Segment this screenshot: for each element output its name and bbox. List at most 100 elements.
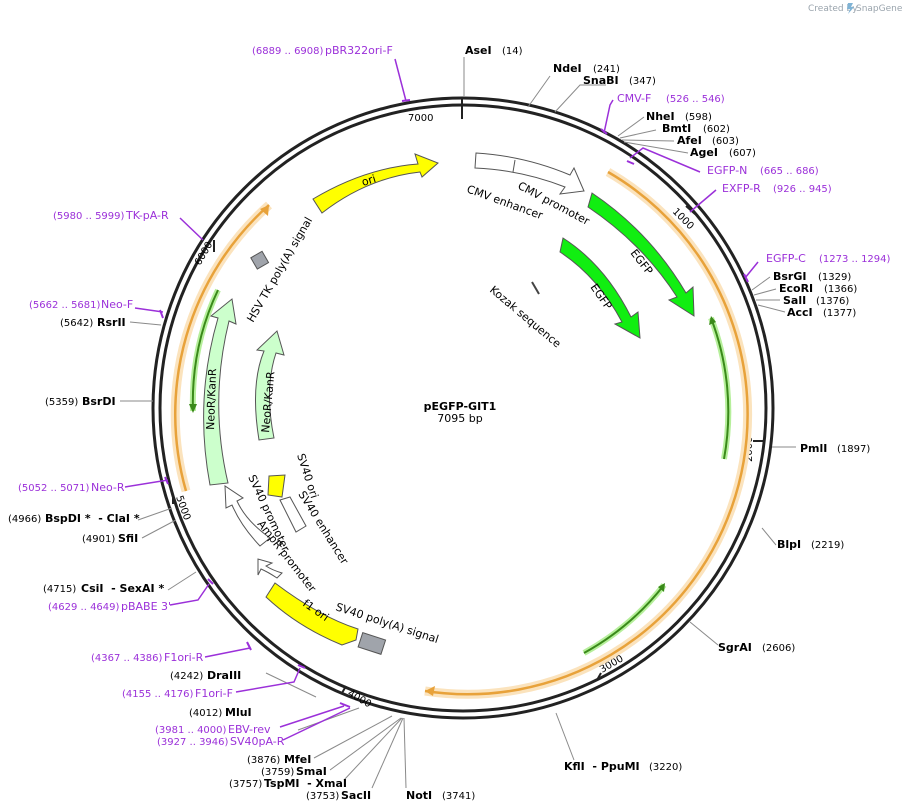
site-bsrgi-pos: (1329) (818, 272, 851, 283)
site-sacii-pos: (3753) (306, 791, 339, 802)
sv40-enhancer-box (279, 496, 307, 533)
primer-egfp-n-range: (665 .. 686) (760, 166, 819, 177)
site-noti: NotI (406, 789, 432, 802)
neo-label-2: NeoR/KanR (259, 371, 277, 434)
cmv-divider (512, 159, 516, 173)
primer-neo-f-range: (5662 .. 5681) (29, 300, 101, 311)
green-arc-1-arrowhead (709, 316, 716, 325)
primer-leaders (124, 58, 759, 741)
site-afei-pos: (603) (712, 136, 739, 147)
primer-pbabe3: pBABE 3' (121, 600, 171, 613)
primer-tk-pa-r-range: (5980 .. 5999) (53, 211, 125, 222)
egfp-arrow-1 (587, 192, 695, 317)
site-acci-pos: (1377) (823, 308, 856, 319)
tick-6000: 6000 (193, 240, 215, 268)
site-acci: AccI (787, 306, 813, 319)
site-csii-sexai: CsiI - SexAI * (81, 582, 164, 595)
egfp-arrow-2 (559, 237, 641, 339)
site-bspdi-clai: BspDI * - ClaI * (45, 512, 140, 525)
orf-arc-left (174, 204, 270, 492)
ori-arrow (312, 153, 439, 214)
primer-exfp-r: EXFP-R (722, 182, 761, 195)
primer-neo-f: Neo-F (101, 298, 133, 311)
neo-arrow-2 (254, 330, 285, 441)
site-csii-sexai-pos: (4715) (43, 584, 76, 595)
primer-egfp-c: EGFP-C (766, 252, 806, 265)
green-arc-2 (583, 584, 665, 654)
site-afei: AfeI (677, 134, 702, 147)
primer-cmv-f: CMV-F (617, 92, 651, 105)
sv40-ori-box (267, 474, 286, 498)
green-arc-2-arrowhead (658, 583, 665, 592)
plasmid-size: 7095 bp (437, 412, 482, 425)
site-mlui: MluI (225, 706, 252, 719)
snapgene-logo-icon (847, 3, 854, 14)
orf-arc-left-arrowhead (260, 205, 269, 216)
sv40-promoter-arrow (224, 485, 271, 547)
site-ecori: EcoRI (779, 282, 813, 295)
site-nhei-pos: (598) (685, 112, 712, 123)
f1-ori-arrow (265, 582, 359, 646)
site-blpi-pos: (2219) (811, 540, 844, 551)
primer-pbr322ori-f-range: (6889 .. 6908) (252, 46, 324, 57)
site-blpi: BlpI (777, 538, 801, 551)
primer-f1ori-r-range: (4367 .. 4386) (91, 653, 163, 664)
primer-f1ori-f: F1ori-F (195, 687, 233, 700)
site-asei: AseI (465, 44, 492, 57)
site-bsrgi: BsrGI (773, 270, 806, 283)
site-rsrii: RsrII (97, 316, 126, 329)
site-pmli: PmlI (800, 442, 827, 455)
site-smai-pos: (3759) (261, 767, 294, 778)
orf-arc-right-glow (424, 168, 753, 699)
primer-egfp-n: EGFP-N (707, 164, 747, 177)
kozak-label: Kozak sequence (487, 283, 564, 350)
primer-neo-r-range: (5052 .. 5071) (18, 483, 90, 494)
site-draiii: DraIII (207, 669, 241, 682)
site-agei-pos: (607) (729, 148, 756, 159)
hsv-tk-label: HSV TK poly(A) signal (244, 215, 315, 325)
primer-sv40pa-r: SV40pA-R (230, 735, 285, 748)
hsv-tk-box (250, 250, 270, 270)
site-ecori-pos: (1366) (824, 284, 857, 295)
orf-arc-right-arrowhead (425, 686, 435, 696)
site-tspmi-xmai: TspMI - XmaI (264, 777, 347, 790)
kozak-mark (531, 281, 540, 295)
site-smai: SmaI (296, 765, 327, 778)
site-noti-pos: (3741) (442, 791, 475, 802)
neo-label-1: NeoR/KanR (204, 368, 219, 430)
site-sfii-pos: (4901) (82, 534, 115, 545)
ampr-promoter-arrow (257, 558, 283, 579)
site-agei: AgeI (690, 146, 718, 159)
primer-pbabe3-range: (4629 .. 4649) (48, 602, 120, 613)
site-bsrdi-pos: (5359) (45, 397, 78, 408)
primer-exfp-r-range: (926 .. 945) (773, 184, 832, 195)
site-mfei-pos: (3876) (247, 755, 280, 766)
site-sali: SalI (783, 294, 806, 307)
site-rsrii-pos: (5642) (60, 318, 93, 329)
site-kfli-ppumi-pos: (3220) (649, 762, 682, 773)
primer-neo-r: Neo-R (91, 481, 125, 494)
primer-f1ori-f-range: (4155 .. 4176) (122, 689, 194, 700)
green-arc-1 (710, 317, 730, 460)
sv40-polya-box (357, 632, 387, 655)
primer-pbr322ori-f: pBR322ori-F (325, 44, 393, 57)
site-sgrai-pos: (2606) (762, 643, 795, 654)
credit-text: Created by (808, 4, 858, 14)
site-pmli-pos: (1897) (837, 444, 870, 455)
cmv-arrow (474, 152, 585, 195)
site-ndei: NdeI (553, 62, 582, 75)
site-sacii: SacII (341, 789, 371, 802)
site-kfli-ppumi: KflI - PpuMI (564, 760, 640, 773)
primer-tk-pa-r: TK-pA-R (125, 209, 169, 222)
site-mfei: MfeI (284, 753, 311, 766)
green-arc-1-glow (708, 316, 732, 460)
site-mlui-pos: (4012) (189, 708, 222, 719)
site-nhei: NheI (646, 110, 675, 123)
site-tspmi-xmai-pos: (3757) (229, 779, 262, 790)
site-ndei-pos: (241) (593, 64, 620, 75)
site-bsrdi: BsrDI (82, 395, 116, 408)
site-snabi-pos: (347) (629, 76, 656, 87)
site-sfii: SfiI (118, 532, 138, 545)
ampr-promoter-label: AmpR promoter (255, 518, 319, 595)
